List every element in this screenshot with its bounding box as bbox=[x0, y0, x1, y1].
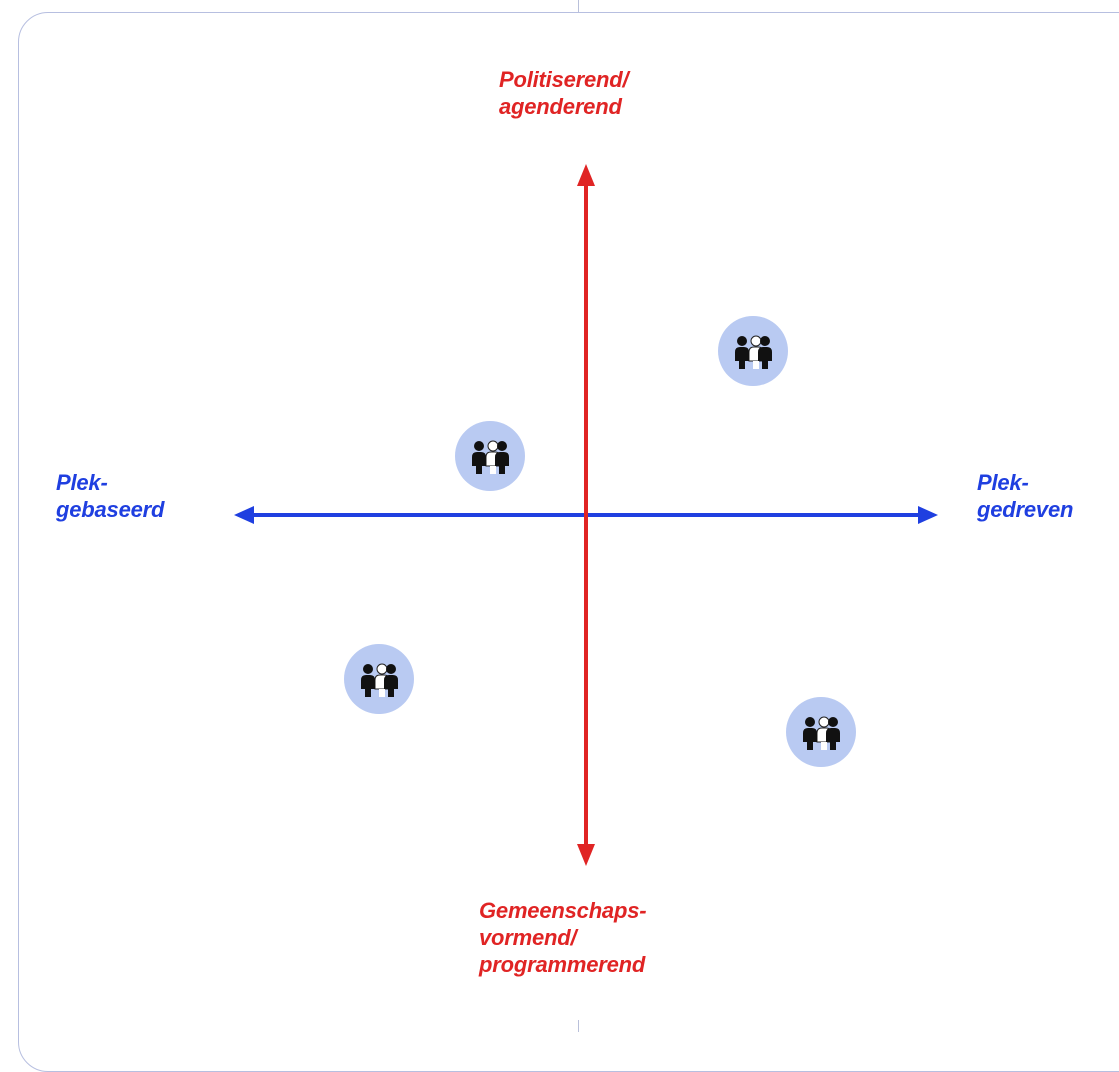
bottom-label-line: programmerend bbox=[479, 952, 646, 977]
person-left-figure bbox=[803, 717, 817, 750]
person-left-figure bbox=[735, 336, 749, 369]
group-people-icon bbox=[344, 644, 414, 714]
axes-diagram bbox=[234, 164, 938, 866]
person-left-figure bbox=[472, 441, 486, 474]
left-label-line: gebaseerd bbox=[56, 497, 165, 522]
vertical-axis-top-label: Politiserend/ agenderend bbox=[499, 66, 629, 120]
person-left-figure bbox=[361, 664, 375, 697]
horizontal-axis-right-label: Plek- gedreven bbox=[977, 469, 1073, 523]
person-right-figure bbox=[384, 664, 398, 697]
group-people-icon bbox=[455, 421, 525, 491]
people-pictogram bbox=[803, 716, 840, 750]
left-label-line: Plek- bbox=[56, 470, 108, 495]
vertical-axis-bottom-arrowhead bbox=[577, 844, 595, 866]
person-outline-figure bbox=[748, 335, 764, 369]
right-label-line: gedreven bbox=[977, 497, 1074, 522]
people-pictogram bbox=[361, 663, 398, 697]
person-right-figure bbox=[826, 717, 840, 750]
top-label-line: agenderend bbox=[499, 94, 622, 119]
vertical-axis-top-arrowhead bbox=[577, 164, 595, 186]
group-people-icon bbox=[718, 316, 788, 386]
top-divider-tick bbox=[578, 0, 579, 12]
person-right-figure bbox=[758, 336, 772, 369]
vertical-axis-bottom-label: Gemeenschaps- vormend/ programmerend bbox=[479, 897, 647, 978]
horizontal-axis-right-arrowhead bbox=[918, 506, 938, 524]
people-pictogram bbox=[735, 335, 772, 369]
person-right-figure bbox=[495, 441, 509, 474]
horizontal-axis-left-label: Plek- gebaseerd bbox=[56, 469, 164, 523]
right-label-line: Plek- bbox=[977, 470, 1029, 495]
bottom-label-line: Gemeenschaps- bbox=[479, 898, 647, 923]
people-pictogram bbox=[472, 440, 509, 474]
bottom-label-line: vormend/ bbox=[479, 925, 577, 950]
top-label-line: Politiserend/ bbox=[499, 67, 629, 92]
group-people-icon bbox=[786, 697, 856, 767]
bottom-divider-tick bbox=[578, 1020, 579, 1032]
horizontal-axis-left-arrowhead bbox=[234, 506, 254, 524]
